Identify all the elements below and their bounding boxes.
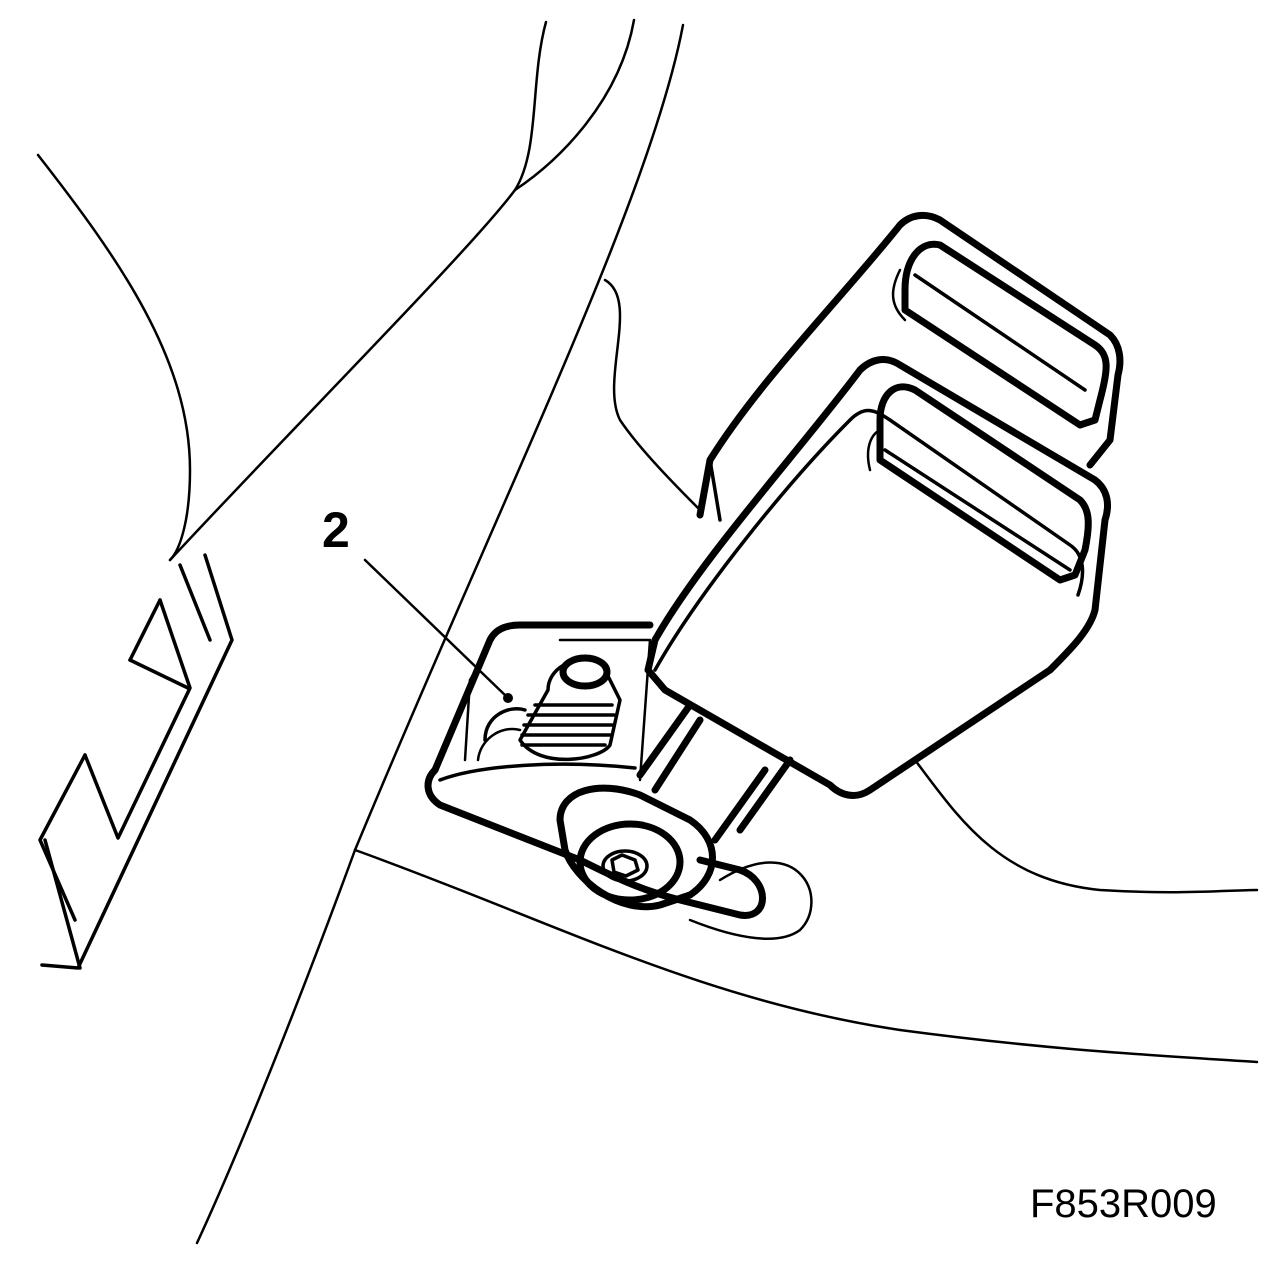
callout-leader	[363, 558, 509, 699]
figure-code: F853R009	[1030, 1182, 1217, 1226]
seat-belt-buckle-icon	[696, 211, 1124, 522]
bolt-icon	[556, 784, 716, 911]
seat-outline	[36, 18, 1259, 1245]
threaded-stud-icon	[476, 654, 622, 762]
callout-leader-dot	[503, 693, 513, 703]
anchor-bracket-plate	[424, 621, 813, 940]
callout-number: 2	[322, 502, 350, 558]
belt-webbing	[636, 701, 794, 844]
seat-belt-buckle-front	[644, 356, 1111, 799]
side-trim-panel	[38, 553, 234, 970]
